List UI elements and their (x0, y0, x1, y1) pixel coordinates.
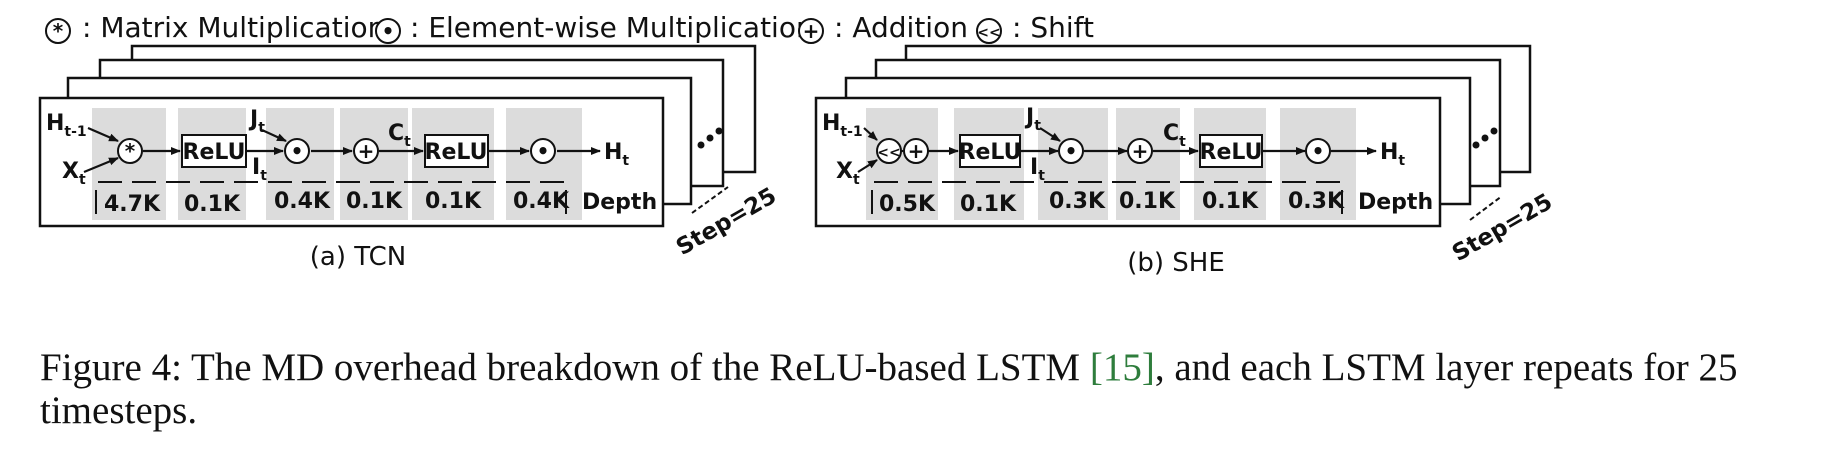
depth-brace (95, 181, 567, 214)
svg-text:+: + (1132, 139, 1149, 163)
svg-text:•: • (537, 139, 550, 163)
input-x: Xt (62, 159, 86, 188)
elementwise-multiplication-icon: • (375, 18, 401, 44)
matrix-multiplication-icon: * (45, 18, 71, 44)
depth-value: 0.4K (274, 189, 331, 214)
input-h-prev: Ht-1 (46, 111, 87, 140)
depth-value: 0.1K (1202, 189, 1259, 214)
relu-block-1: ReLU (959, 134, 1022, 168)
gate-j: Jt (1024, 105, 1041, 134)
depth-value: 0.1K (960, 192, 1017, 217)
elementwise-node-2: • (1305, 138, 1331, 164)
gate-i: It (252, 155, 267, 184)
depth-value: 0.1K (1119, 189, 1176, 214)
figure-caption: Figure 4: The MD overhead breakdown of t… (40, 346, 1820, 432)
figure-caption-text: Figure 4: The MD overhead breakdown of t… (40, 346, 1090, 389)
elementwise-node-2: • (530, 138, 556, 164)
svg-text:*: * (125, 139, 136, 163)
legend: * : Matrix Multiplication • : Element-wi… (45, 11, 1094, 44)
elementwise-node-1: • (284, 138, 310, 164)
ellipsis-icon (1472, 127, 1498, 149)
svg-text:<<: << (977, 25, 1000, 41)
shift-icon: << (976, 18, 1002, 44)
svg-text:ReLU: ReLU (425, 140, 488, 165)
depth-value: 0.1K (184, 192, 241, 217)
legend-matrix-multiplication: : Matrix Multiplication (82, 11, 385, 44)
cell-c: Ct (1163, 121, 1186, 150)
svg-text:+: + (803, 19, 820, 43)
addition-icon: + (798, 18, 824, 44)
input-x: Xt (836, 159, 860, 188)
legend-elementwise-multiplication: : Element-wise Multiplication (410, 11, 814, 44)
relu-block-2: ReLU (424, 134, 489, 168)
depth-value: 4.7K (104, 192, 161, 217)
input-h-prev: Ht-1 (822, 111, 863, 140)
figure-caption-text-end: , and each LSTM layer repeats for 25 tim… (40, 346, 1738, 432)
depth-label: Depth (1358, 190, 1433, 215)
addition-node-1: + (903, 138, 929, 164)
gate-i: It (1030, 155, 1045, 184)
depth-brace (871, 181, 1343, 214)
svg-text:+: + (358, 139, 375, 163)
addition-node-2: + (1127, 138, 1153, 164)
panel-caption-she: (b) SHE (1127, 248, 1225, 278)
ellipsis-icon (697, 127, 723, 149)
svg-text:•: • (382, 19, 395, 43)
svg-text:<<: << (877, 145, 900, 161)
svg-text:*: * (53, 19, 64, 43)
output-h: Ht (604, 140, 629, 169)
svg-text:•: • (291, 139, 304, 163)
depth-values: 4.7K 0.1K 0.4K 0.1K 0.1K 0.4K (104, 189, 570, 217)
legend-shift: : Shift (1012, 11, 1094, 44)
matrix-multiply-node: * (117, 138, 143, 164)
svg-text:•: • (1065, 139, 1078, 163)
depth-values: 0.5K 0.1K 0.3K 0.1K 0.1K 0.3K (879, 189, 1345, 217)
depth-value: 0.3K (1049, 189, 1106, 214)
depth-label: Depth (582, 190, 657, 215)
panel-tcn: Step=25 * (38, 44, 781, 272)
legend-addition: : Addition (834, 11, 968, 44)
relu-block-1: ReLU (181, 134, 247, 168)
citation-link[interactable]: [15] (1089, 346, 1155, 389)
output-h: Ht (1380, 140, 1405, 169)
depth-value: 0.1K (425, 189, 482, 214)
depth-value: 0.1K (346, 189, 403, 214)
panel-caption-tcn: (a) TCN (310, 242, 406, 272)
depth-value: 0.5K (879, 192, 936, 217)
panel-she: Step=25 << (814, 44, 1557, 278)
depth-value: 0.4K (513, 189, 570, 214)
relu-block-2: ReLU (1199, 134, 1263, 168)
cell-c: Ct (388, 121, 411, 150)
svg-text:ReLU: ReLU (1200, 140, 1263, 165)
addition-node: + (353, 138, 379, 164)
svg-text:ReLU: ReLU (959, 140, 1022, 165)
svg-text:•: • (1312, 139, 1325, 163)
elementwise-node-1: • (1058, 138, 1084, 164)
dataflow-arrows (857, 127, 1377, 173)
svg-text:+: + (908, 139, 925, 163)
shift-node: << (876, 138, 902, 164)
dataflow-arrows (83, 126, 601, 174)
depth-value: 0.3K (1288, 189, 1345, 214)
gate-j: Jt (248, 107, 265, 136)
svg-text:ReLU: ReLU (183, 140, 246, 165)
